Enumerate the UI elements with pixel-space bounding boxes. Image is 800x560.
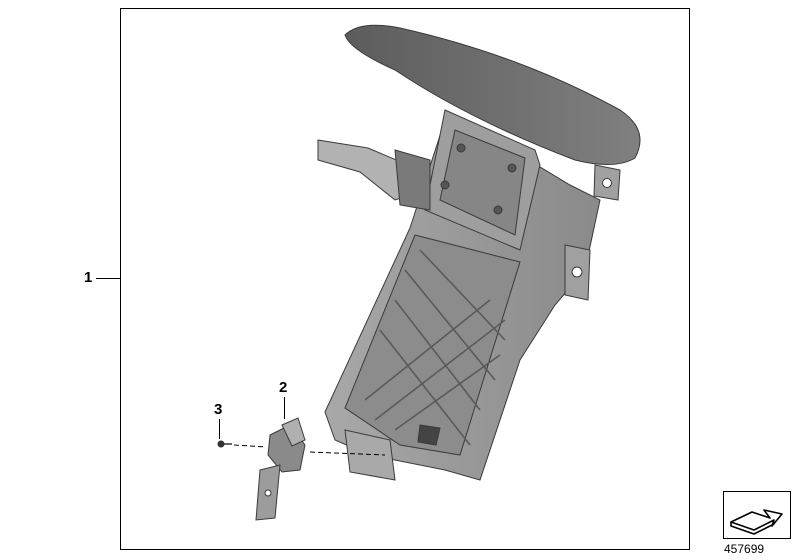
diagram-frame	[120, 8, 690, 550]
leader-line-2	[284, 397, 286, 419]
reference-number: 457699	[724, 542, 765, 556]
callout-3: 3	[214, 401, 223, 418]
microswitch-part	[255, 417, 306, 521]
screw-part	[217, 440, 232, 448]
armrest-bracket-assembly	[317, 24, 641, 481]
navigation-box[interactable]	[723, 491, 791, 539]
callout-1: 1	[84, 269, 93, 286]
leader-line-1	[96, 278, 120, 280]
callout-2: 2	[279, 379, 288, 396]
leader-line-3	[219, 419, 221, 439]
arrow-navigation-icon	[730, 509, 783, 535]
assembly-lines	[233, 444, 386, 456]
